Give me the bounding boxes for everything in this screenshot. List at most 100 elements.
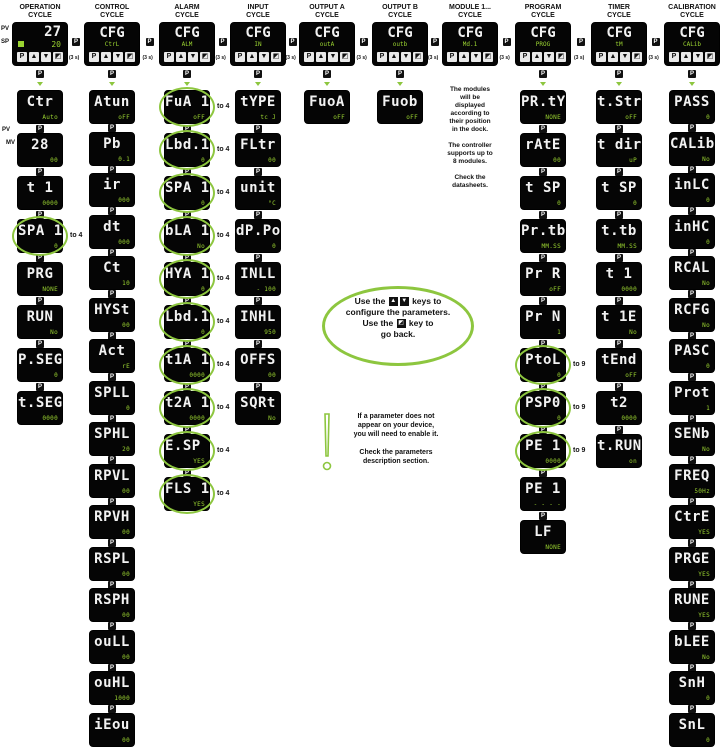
column-heading-line2: CYCLE: [175, 12, 199, 19]
flow-arrow: [37, 82, 43, 86]
p-key-icon: P: [183, 340, 191, 348]
program-param-display[interactable]: PE 1- - - -: [520, 477, 566, 511]
p-key-icon: P: [254, 168, 262, 176]
p-key-icon: P: [539, 297, 547, 305]
p-key-icon: P: [539, 168, 547, 176]
param-value: 0: [54, 372, 58, 379]
input-param-display[interactable]: INLL- 100: [235, 262, 281, 296]
p-key-icon: P: [539, 426, 547, 434]
column-heading-line2: CYCLE: [680, 12, 704, 19]
p-key-icon: P: [431, 38, 439, 46]
column-heading-line1: CONTROL: [94, 4, 130, 11]
input-param-display[interactable]: unit°C: [235, 176, 281, 210]
down-key-icon: ▼: [401, 52, 411, 62]
param-name: RPVH: [94, 509, 130, 525]
p-key-icon: P: [688, 497, 696, 506]
param-name: CALib: [670, 135, 715, 152]
p-key-icon: P: [688, 124, 696, 132]
module-info-line: The controller: [448, 142, 492, 149]
jump-label: to 4: [217, 232, 230, 239]
param-name: SPHL: [94, 426, 130, 442]
key-strip: P▲▼◩: [89, 52, 135, 62]
column-heading-line2: CYCLE: [28, 12, 52, 19]
highlight-oval: [159, 431, 215, 471]
help-line: Use the ▲▼ keys to: [333, 296, 463, 307]
p-key-icon: P: [688, 373, 696, 381]
